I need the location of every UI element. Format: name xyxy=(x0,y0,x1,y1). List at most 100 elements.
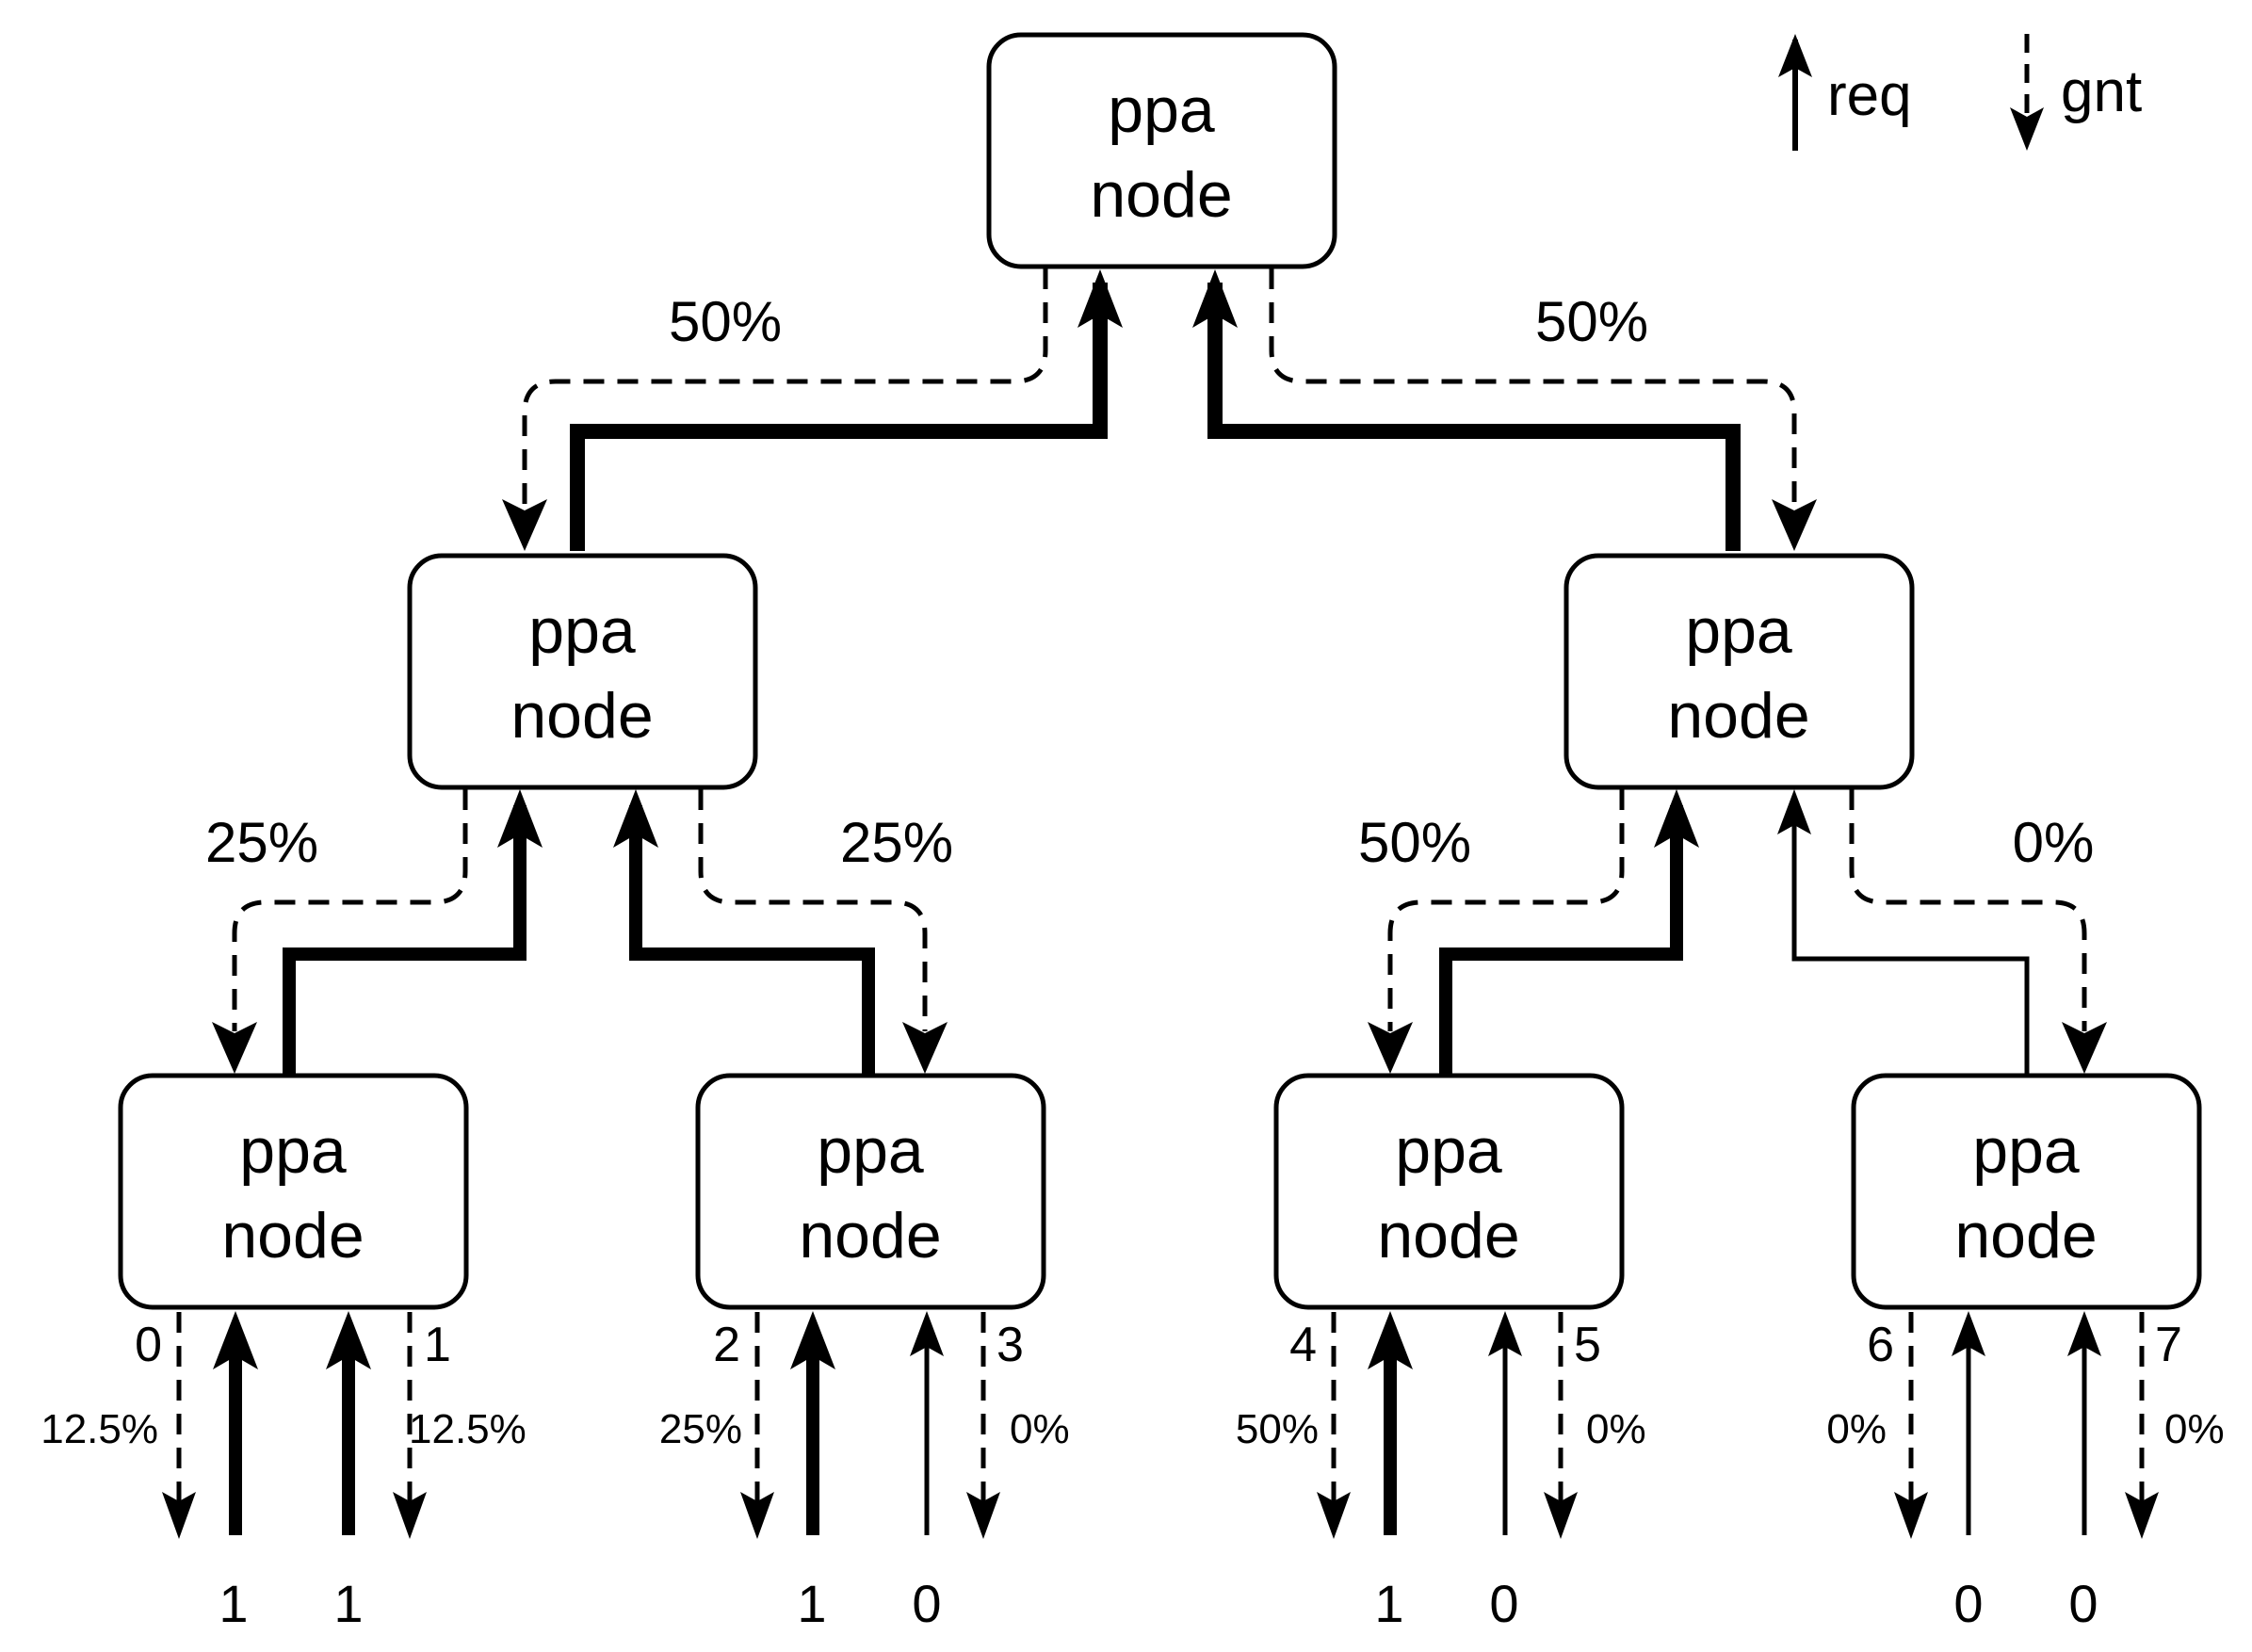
share-label-midleft-root: 50% xyxy=(669,290,782,353)
req-arrowhead-leaf2-midright xyxy=(1654,789,1699,848)
gnt-arrowhead-root-midright xyxy=(1772,499,1817,551)
port-share-6: 0% xyxy=(1826,1406,1887,1452)
req-arrowhead-port-1 xyxy=(326,1311,371,1369)
gnt-arrowhead-midright-leaf3 xyxy=(2062,1022,2107,1074)
port-req-1: 1 xyxy=(333,1574,363,1633)
share-label-leaf0-midleft: 25% xyxy=(205,811,318,874)
port-index-3: 3 xyxy=(996,1318,1024,1372)
node-root: ppa node xyxy=(986,32,1337,269)
req-arrowhead-port-4 xyxy=(1368,1311,1413,1369)
req-line-leaf3-midright xyxy=(1791,819,2030,1074)
port-share-7: 0% xyxy=(2164,1406,2225,1452)
share-label-leaf1-midleft: 25% xyxy=(840,811,953,874)
share-label-leaf3-midright: 0% xyxy=(2013,811,2095,874)
gnt-line-midright-leaf3 xyxy=(1849,789,2087,1031)
port-labels: 0 1 2 3 4 5 6 7 12.5% 12.5% 25% 0% 50% 0… xyxy=(41,1318,2224,1633)
legend: req gnt xyxy=(1778,34,2142,151)
connections xyxy=(212,268,2107,1074)
port-share-3: 0% xyxy=(1010,1406,1070,1452)
req-line-leaf2-midright xyxy=(1439,805,1683,1074)
port-share-0: 12.5% xyxy=(41,1406,158,1452)
node-mid-left-label-line1: ppa xyxy=(528,595,636,667)
legend-gnt: gnt xyxy=(2010,34,2142,151)
port-index-5: 5 xyxy=(1574,1318,1601,1372)
port-arrows xyxy=(162,1311,2159,1539)
gnt-arrowhead-midright-leaf2 xyxy=(1368,1022,1413,1074)
node-leaf-1-label-line2: node xyxy=(799,1200,941,1271)
node-mid-right-label-line1: ppa xyxy=(1685,595,1792,667)
req-arrowhead-midleft-root xyxy=(1077,269,1123,328)
port-index-6: 6 xyxy=(1867,1318,1894,1372)
node-leaf-0: ppa node xyxy=(118,1073,469,1310)
req-line-midleft-root xyxy=(570,283,1108,551)
req-arrowhead-leaf3-midright xyxy=(1777,789,1811,834)
node-mid-right-label-line2: node xyxy=(1667,680,1809,752)
node-leaf-3: ppa node xyxy=(1851,1073,2202,1310)
gnt-arrowhead-port-4 xyxy=(1317,1492,1351,1539)
node-leaf-3-label-line2: node xyxy=(1954,1200,2097,1271)
gnt-arrowhead-midleft-leaf1 xyxy=(902,1022,948,1074)
node-mid-left: ppa node xyxy=(407,553,758,790)
port-req-4: 1 xyxy=(1374,1574,1403,1633)
node-leaf-2-label-line2: node xyxy=(1377,1200,1519,1271)
port-req-5: 0 xyxy=(1489,1574,1518,1633)
gnt-arrowhead-root-midleft xyxy=(502,499,547,551)
node-leaf-2-label-line1: ppa xyxy=(1395,1115,1502,1187)
port-req-0: 1 xyxy=(219,1574,248,1633)
gnt-arrowhead-port-6 xyxy=(1894,1492,1928,1539)
node-leaf-0-label-line1: ppa xyxy=(239,1115,347,1187)
node-leaf-3-label-line1: ppa xyxy=(1972,1115,2080,1187)
edge-share-labels: 50% 50% 25% 25% 50% 0% xyxy=(205,290,2094,874)
node-root-label-line1: ppa xyxy=(1108,74,1215,146)
node-leaf-0-label-line2: node xyxy=(221,1200,364,1271)
gnt-line-midleft-leaf1 xyxy=(698,789,928,1031)
req-line-leaf1-midleft xyxy=(629,805,875,1074)
port-index-4: 4 xyxy=(1289,1318,1317,1372)
gnt-line-midleft-leaf0 xyxy=(232,789,468,1031)
port-share-1: 12.5% xyxy=(409,1406,527,1452)
port-req-7: 0 xyxy=(2068,1574,2098,1633)
gnt-arrowhead-port-1 xyxy=(393,1492,427,1539)
port-req-6: 0 xyxy=(1953,1574,1983,1633)
port-index-1: 1 xyxy=(424,1318,451,1372)
port-index-7: 7 xyxy=(2155,1318,2182,1372)
port-share-2: 25% xyxy=(659,1406,742,1452)
req-arrowhead-port-6 xyxy=(1952,1311,1985,1356)
gnt-arrowhead-port-7 xyxy=(2125,1492,2159,1539)
port-share-4: 50% xyxy=(1236,1406,1319,1452)
gnt-arrowhead-port-2 xyxy=(740,1492,774,1539)
req-line-leaf0-midleft xyxy=(283,805,527,1074)
req-arrowhead-port-5 xyxy=(1488,1311,1522,1356)
req-arrowhead-port-3 xyxy=(910,1311,944,1356)
gnt-line-midright-leaf2 xyxy=(1387,789,1625,1031)
gnt-arrowhead-icon xyxy=(2010,107,2044,151)
req-arrowhead-midright-root xyxy=(1192,269,1238,328)
req-arrowhead-port-7 xyxy=(2067,1311,2101,1356)
node-mid-right: ppa node xyxy=(1563,553,1915,790)
nodes: ppa node ppa node ppa node ppa node ppa … xyxy=(118,32,2202,1310)
legend-gnt-label: gnt xyxy=(2061,59,2142,124)
port-req-3: 0 xyxy=(912,1574,941,1633)
gnt-arrowhead-port-5 xyxy=(1544,1492,1578,1539)
req-arrowhead-leaf1-midleft xyxy=(613,789,658,848)
legend-req-label: req xyxy=(1827,63,1912,128)
port-index-2: 2 xyxy=(713,1318,740,1372)
port-req-2: 1 xyxy=(797,1574,826,1633)
node-leaf-1-label-line1: ppa xyxy=(817,1115,924,1187)
gnt-arrowhead-port-3 xyxy=(966,1492,1000,1539)
gnt-line-root-midleft xyxy=(522,268,1048,509)
req-arrowhead-leaf0-midleft xyxy=(497,789,543,848)
node-leaf-2: ppa node xyxy=(1273,1073,1625,1310)
node-mid-left-label-line2: node xyxy=(510,680,653,752)
port-share-5: 0% xyxy=(1586,1406,1646,1452)
legend-req: req xyxy=(1778,34,1912,151)
req-line-midright-root xyxy=(1207,283,1741,551)
share-label-leaf2-midright: 50% xyxy=(1358,811,1471,874)
share-label-midright-root: 50% xyxy=(1535,290,1648,353)
node-root-label-line2: node xyxy=(1090,159,1232,231)
port-index-0: 0 xyxy=(135,1318,162,1372)
gnt-arrowhead-port-0 xyxy=(162,1492,196,1539)
req-arrowhead-icon xyxy=(1778,34,1812,77)
req-arrowhead-port-2 xyxy=(790,1311,835,1369)
